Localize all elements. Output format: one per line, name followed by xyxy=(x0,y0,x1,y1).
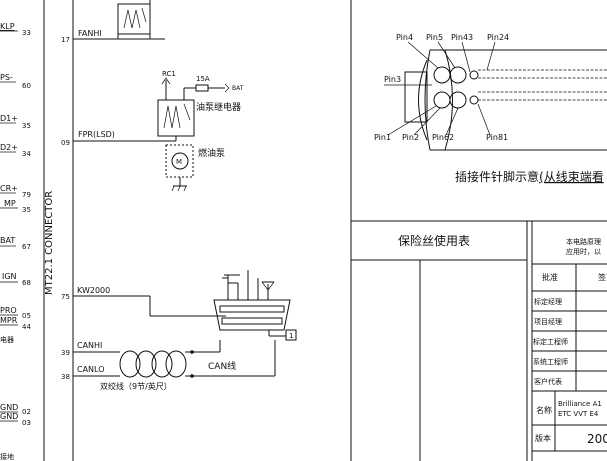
svg-text:插接件针脚示意(从线束端看: 插接件针脚示意(从线束端看 xyxy=(455,169,604,184)
pin-row-ground-note: 接地 xyxy=(0,452,14,461)
svg-text:GND: GND xyxy=(0,403,18,412)
svg-text:名称: 名称 xyxy=(536,405,552,415)
svg-text:MPR: MPR xyxy=(0,316,18,325)
pin-row-ps: PS- 60 xyxy=(0,73,31,90)
pin-row-mp: MP 35 xyxy=(0,199,31,214)
wire-can: 39 CANHI 38 CANLO CAN线 双绞线（9节/英尺） xyxy=(61,340,276,391)
svg-text:标定经理: 标定经理 xyxy=(534,297,562,306)
pin-row-d1: D1+ 35 xyxy=(0,114,31,130)
svg-text:KW2000: KW2000 xyxy=(77,286,110,295)
connector-label: MT22.1 CONNECTOR xyxy=(44,191,55,295)
diagnostic-connector: 1 xyxy=(213,270,297,341)
svg-text:CR+: CR+ xyxy=(0,184,18,193)
svg-text:PRO: PRO xyxy=(0,306,17,315)
wire-kw2000: 75 KW2000 xyxy=(61,286,226,317)
svg-text:PS-: PS- xyxy=(0,73,13,82)
svg-text:38: 38 xyxy=(61,373,70,381)
svg-text:燃油泵: 燃油泵 xyxy=(198,147,225,159)
svg-text:Pin5: Pin5 xyxy=(426,33,443,42)
svg-text:15A: 15A xyxy=(196,75,210,83)
fuel-pump-relay: RC1 15A BAT 油泵继电器 xyxy=(157,70,244,137)
connector-pin-diagram: Pin4 Pin5 Pin43 Pin24 Pin3 Pin1 Pin2 Pin… xyxy=(374,33,607,184)
svg-text:IGN: IGN xyxy=(2,272,17,281)
svg-text:M: M xyxy=(176,158,182,166)
pin-row-gnd-1: GND 02 xyxy=(0,403,31,416)
pin-row-relay-note: 电器 xyxy=(0,335,14,344)
wire-fanhi: 17 FANHI xyxy=(61,0,165,44)
svg-text:GND: GND xyxy=(0,412,18,421)
svg-text:17: 17 xyxy=(61,36,70,44)
svg-text:客户代表: 客户代表 xyxy=(534,377,562,386)
pin-row-cr: CR+ 79 xyxy=(0,184,31,199)
svg-text:本电路原理: 本电路原理 xyxy=(566,237,601,246)
svg-text:应用时，以: 应用时，以 xyxy=(566,247,601,256)
svg-text:200: 200 xyxy=(587,432,607,446)
svg-text:05: 05 xyxy=(22,312,31,320)
svg-text:75: 75 xyxy=(61,293,70,301)
svg-text:标定工程师: 标定工程师 xyxy=(533,337,568,346)
svg-text:68: 68 xyxy=(22,279,31,287)
svg-text:D2+: D2+ xyxy=(0,143,18,152)
svg-text:MP: MP xyxy=(4,199,16,208)
svg-text:电器: 电器 xyxy=(0,335,14,344)
svg-text:Pin43: Pin43 xyxy=(451,33,473,42)
svg-text:Pin1: Pin1 xyxy=(374,133,391,142)
fuel-pump: M 燃油泵 xyxy=(165,144,225,192)
svg-text:FANHI: FANHI xyxy=(78,29,102,38)
svg-text:35: 35 xyxy=(22,206,31,214)
svg-text:双绞线（9节/英尺）: 双绞线（9节/英尺） xyxy=(100,381,172,391)
left-pin-column: KLP 33 PS- 60 D1+ 35 D2+ 34 CR+ 79 MP 35 xyxy=(0,0,55,461)
svg-text:Pin81: Pin81 xyxy=(486,133,508,142)
svg-text:ETC VVT E4: ETC VVT E4 xyxy=(558,410,599,418)
svg-text:03: 03 xyxy=(22,419,31,427)
pin-row-pro: PRO 05 xyxy=(0,306,31,320)
svg-text:BAT: BAT xyxy=(232,85,244,92)
svg-text:系统工程师: 系统工程师 xyxy=(533,357,568,366)
svg-text:CANLO: CANLO xyxy=(77,365,105,374)
svg-text:批准: 批准 xyxy=(542,272,558,282)
svg-text:Pin3: Pin3 xyxy=(384,75,401,84)
svg-text:BAT: BAT xyxy=(0,236,15,245)
svg-text:1: 1 xyxy=(289,332,293,340)
pin-row-d2: D2+ 34 xyxy=(0,143,31,158)
pin-row-klp: KLP 33 xyxy=(0,22,31,37)
pin-row-bat: BAT 67 xyxy=(0,236,31,251)
svg-text:接地: 接地 xyxy=(0,452,14,461)
svg-text:CAN线: CAN线 xyxy=(208,360,236,372)
svg-text:09: 09 xyxy=(61,139,70,147)
svg-text:33: 33 xyxy=(22,29,31,37)
svg-text:KLP: KLP xyxy=(0,22,15,31)
title-block: 本电路原理 应用时，以 批准 签 标定经理 项目经理 标定工程师 系统工程师 客… xyxy=(532,237,607,452)
svg-text:Brilliance A1: Brilliance A1 xyxy=(558,400,602,408)
svg-text:34: 34 xyxy=(22,150,31,158)
svg-text:67: 67 xyxy=(22,243,31,251)
svg-text:60: 60 xyxy=(22,82,31,90)
svg-text:35: 35 xyxy=(22,122,31,130)
svg-text:版本: 版本 xyxy=(535,433,551,443)
pin-row-mpr: MPR 44 xyxy=(0,316,31,331)
svg-text:Pin62: Pin62 xyxy=(432,133,454,142)
fuse-table: 保险丝使用表 xyxy=(351,220,607,461)
svg-text:02: 02 xyxy=(22,408,31,416)
svg-text:项目经理: 项目经理 xyxy=(534,317,562,326)
svg-text:CANHI: CANHI xyxy=(77,341,102,350)
svg-text:RC1: RC1 xyxy=(162,70,176,78)
svg-text:油泵继电器: 油泵继电器 xyxy=(196,101,241,113)
svg-text:保险丝使用表: 保险丝使用表 xyxy=(398,233,470,248)
wire-fpr: 09 FPR(LSD) xyxy=(61,130,177,147)
ecu-wiring: 17 FANHI RC1 15A BAT 油泵继电器 xyxy=(61,0,297,461)
svg-text:Pin4: Pin4 xyxy=(396,33,413,42)
svg-text:D1+: D1+ xyxy=(0,114,18,123)
svg-text:39: 39 xyxy=(61,349,70,357)
svg-text:44: 44 xyxy=(22,323,31,331)
pin-row-gnd-2: GND 03 xyxy=(0,412,31,427)
svg-text:FPR(LSD): FPR(LSD) xyxy=(78,130,115,139)
svg-text:签: 签 xyxy=(598,272,606,282)
svg-text:Pin2: Pin2 xyxy=(402,133,419,142)
svg-text:79: 79 xyxy=(22,191,31,199)
pin-row-ign: IGN 68 xyxy=(0,272,31,287)
svg-text:Pin24: Pin24 xyxy=(487,33,509,42)
